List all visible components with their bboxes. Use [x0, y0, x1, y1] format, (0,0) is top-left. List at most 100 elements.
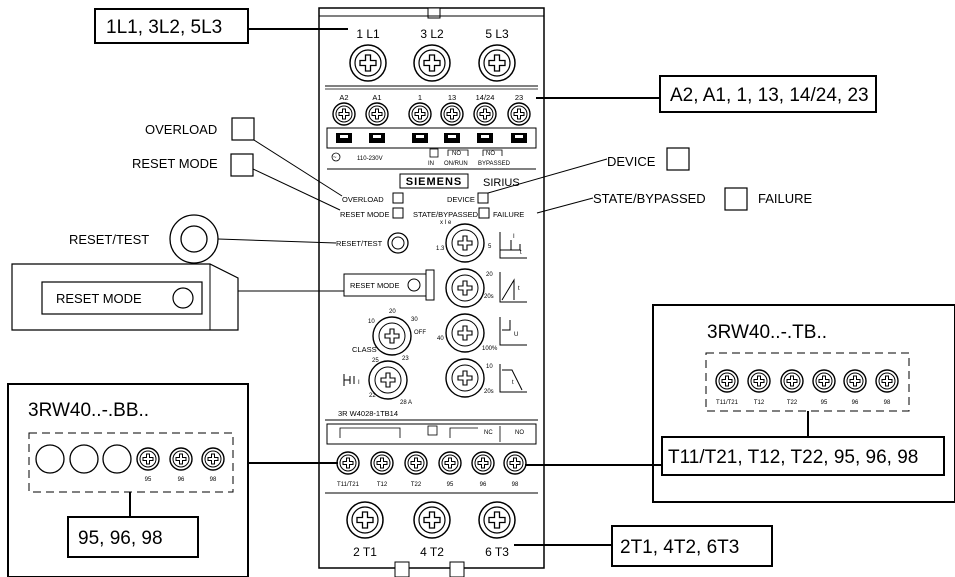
screw-terminal-icon: [169, 447, 193, 471]
load-label-t1: 2 T1: [353, 545, 377, 559]
screw-terminal-icon[interactable]: [349, 44, 387, 82]
led-failure-label: FAILURE: [493, 210, 524, 219]
screw-terminal-icon[interactable]: [473, 102, 497, 126]
led-device: [477, 192, 489, 204]
screw-terminal-icon[interactable]: [365, 102, 389, 126]
motor-symbol-icon: [343, 374, 355, 386]
screw-terminal-icon[interactable]: [408, 102, 432, 126]
screw-terminal-icon[interactable]: [336, 451, 360, 475]
callout-reset-mode: RESET MODE: [132, 156, 218, 171]
callout-reset-test: RESET/TEST: [69, 232, 149, 247]
screw-terminal-icon: [715, 369, 739, 393]
voltage-label: 110-230V: [357, 156, 383, 162]
bottom-label-t22: T22: [411, 482, 422, 488]
dial-tick-ie-b: 23: [402, 356, 409, 362]
ramp-up-symbol-icon: [499, 272, 527, 303]
screw-terminal-icon[interactable]: [503, 451, 527, 475]
symbol-i: I: [513, 234, 515, 240]
symbol-u: U: [514, 332, 518, 338]
no-label-bottom: NO: [515, 430, 524, 436]
bb-label-2: 98: [210, 477, 217, 483]
bottom-label-98: 98: [512, 482, 519, 488]
reset-test-label: RESET/TEST: [336, 239, 383, 248]
screw-terminal-icon[interactable]: [440, 102, 464, 126]
dial-tick-class-hi: 30: [411, 317, 418, 323]
led-reset-mode-label: RESET MODE: [340, 210, 389, 219]
bb-label-0: 95: [145, 477, 152, 483]
class-dial-icon[interactable]: [372, 316, 412, 356]
screw-terminal-icon[interactable]: [332, 102, 356, 126]
top-label-l3: 5 L3: [485, 27, 509, 41]
screw-terminal-icon[interactable]: [478, 501, 516, 539]
callout-device: DEVICE: [607, 154, 656, 169]
screw-terminal-icon[interactable]: [478, 44, 516, 82]
screw-terminal-icon: [201, 447, 225, 471]
screw-terminal-icon: [747, 369, 771, 393]
panel-tb-title: 3RW40..-.TB..: [707, 322, 827, 343]
screw-terminal-icon[interactable]: [413, 44, 451, 82]
callout-line-terminals: [94, 8, 249, 44]
screw-terminal-icon: [780, 369, 804, 393]
tb-label-2: T22: [787, 400, 798, 406]
motor-ie-label: I: [358, 380, 360, 386]
screw-terminal-icon[interactable]: [413, 501, 451, 539]
screw-terminal-icon[interactable]: [507, 102, 531, 126]
screw-terminal-icon: [875, 369, 899, 393]
soft-starter-device: 1 L1 3 L2 5 L3 A2 A1 1 13 14/24 23: [318, 7, 545, 577]
in-label: IN: [428, 161, 434, 167]
callout-reset-mode-button-text: RESET MODE: [56, 291, 142, 306]
load-label-t3: 6 T3: [485, 545, 509, 559]
ramp-down-symbol-icon: [499, 364, 527, 393]
dial-tick-ramp-up-max: 20: [486, 272, 493, 278]
callout-control-terminals: [659, 75, 877, 113]
ctrl-label-14-24: 14/24: [476, 93, 495, 102]
load-label-t2: 4 T2: [420, 545, 444, 559]
no-label-1: NO: [452, 151, 461, 157]
dial-tick-voltage-pct: 100%: [482, 346, 498, 352]
nc-label: NC: [484, 430, 493, 436]
ac-symbol: ~: [333, 155, 337, 161]
ramp-up-t: t: [518, 286, 520, 292]
screw-terminal-icon[interactable]: [404, 451, 428, 475]
led-overload: [392, 192, 404, 204]
screw-terminal-icon[interactable]: [438, 451, 462, 475]
dial-tick-class-20: 20: [389, 309, 396, 315]
ctrl-label-1: 1: [418, 93, 422, 102]
bottom-label-95: 95: [447, 482, 454, 488]
tb-label-5: 98: [884, 400, 891, 406]
callout-control-terminals-text: A2, A1, 1, 13, 14/24, 23: [670, 85, 869, 106]
led-state-label: STATE/BYPASSED: [413, 210, 479, 219]
dial-tick-ie-c: 22: [369, 393, 376, 399]
ie-label: x I e: [440, 220, 452, 226]
screw-terminal-icon: [136, 447, 160, 471]
dial-tick-motor-current: 28 A: [400, 400, 412, 406]
callout-bb-terminals-text: 95, 96, 98: [78, 528, 163, 549]
panel-bb-title: 3RW40..-.BB..: [28, 400, 149, 421]
start-voltage-dial-icon[interactable]: [445, 313, 485, 353]
screw-terminal-icon[interactable]: [346, 501, 384, 539]
top-label-l2: 3 L2: [420, 27, 444, 41]
current-limit-dial-icon[interactable]: [445, 223, 485, 263]
ramp-up-dial-icon[interactable]: [445, 268, 485, 308]
screw-terminal-icon[interactable]: [370, 451, 394, 475]
model-number: 3R W4028-1TB14: [338, 409, 398, 418]
on-run-label: ON/RUN: [444, 161, 468, 167]
callout-state-bypassed: STATE/BYPASSED: [593, 191, 706, 206]
tb-label-4: 96: [852, 400, 859, 406]
callout-load-terminals-text: 2T1, 4T2, 6T3: [620, 537, 739, 558]
dial-tick-ramp-down-max: 10: [486, 364, 493, 370]
led-overload-label: OVERLOAD: [342, 195, 384, 204]
dial-tick-voltage-min: 40: [437, 336, 444, 342]
callout-tb-terminals-text: T11/T21, T12, T22, 95, 96, 98: [668, 447, 918, 468]
screw-terminal-icon[interactable]: [471, 451, 495, 475]
class-label: CLASS: [352, 345, 377, 354]
ramp-down-t: t: [512, 380, 514, 386]
series-label: SIRIUS: [483, 177, 520, 189]
bottom-label-t11: T11/T21: [337, 482, 360, 488]
tb-label-1: T12: [754, 400, 765, 406]
ramp-down-dial-icon[interactable]: [445, 358, 485, 398]
dial-tick-ie-a: 25: [372, 358, 379, 364]
off-label: OFF: [414, 330, 426, 336]
bottom-label-t12: T12: [377, 482, 388, 488]
